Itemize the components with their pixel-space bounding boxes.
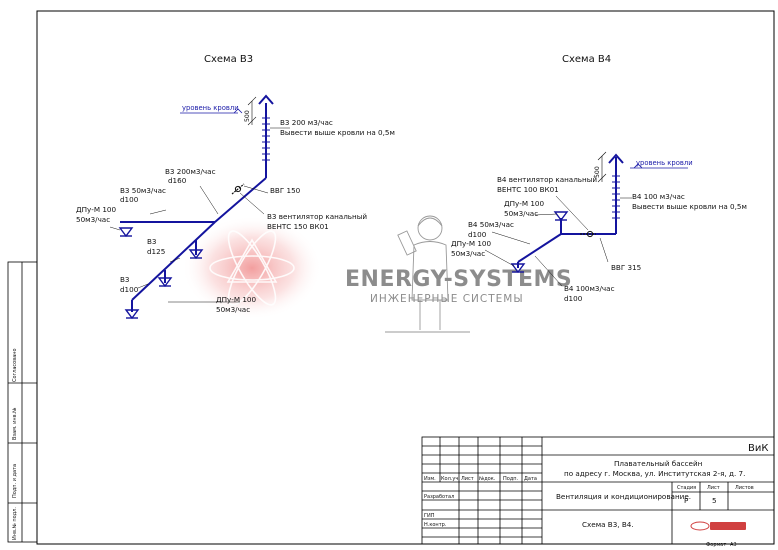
b3-fan-model: ВЕНТС 150 ВК01 <box>267 222 329 231</box>
stage-value: Р <box>684 496 689 505</box>
col-header: №док. <box>479 476 496 482</box>
watermark-tagline: ИНЖЕНЕРНЫЕ СИСТЕМЫ <box>370 293 524 305</box>
riser-hatching <box>262 117 270 161</box>
side-stamp-sign-date: Подп. и дата <box>12 464 18 498</box>
side-stamp <box>7 261 38 543</box>
b3-branch-flow: В3 50м3/час <box>120 186 166 195</box>
b3-outlet-note: Вывести выше кровли на 0,5м <box>280 128 395 137</box>
b4-valve-b-model: ДПу-М 100 <box>451 239 491 248</box>
sheet-header: Лист <box>707 485 720 491</box>
b3-cable-label: ВВГ 150 <box>270 186 301 195</box>
title-block <box>421 436 775 545</box>
title-block-object-1: Плавательный бассейн <box>614 459 703 468</box>
scheme-b3-title: Схема В3 <box>204 54 253 65</box>
side-stamp-inv-replace: Взам. инв.№ <box>12 407 18 440</box>
b4-outlet-note: Вывести выше кровли на 0,5м <box>632 202 747 211</box>
b4-fan-label: В4 вентилятор канальный <box>497 175 597 184</box>
leader-lines <box>484 195 632 287</box>
sheet-value: 5 <box>712 496 717 505</box>
company-logo-icon <box>690 521 746 531</box>
side-stamp-inv-orig: Инв.№ подл. <box>12 507 18 540</box>
sheets-header: Листов <box>735 485 754 491</box>
stage-header: Стадия <box>677 485 696 491</box>
watermark-glow <box>182 216 322 320</box>
fan-icon <box>231 183 245 195</box>
b4-cable-label: ВВГ 315 <box>611 263 641 272</box>
b3-seg1-diameter: d125 <box>147 247 165 256</box>
dimension-500: 500 <box>244 110 251 122</box>
col-header: Подп. <box>503 476 519 482</box>
col-header: Лист <box>461 476 474 482</box>
role-chief-engineer: ГИП <box>424 513 435 519</box>
b4-outlet-label: В4 100 м3/час <box>632 192 685 201</box>
leader-lines <box>109 127 290 303</box>
duct-network <box>517 157 617 268</box>
b3-main-diameter: d160 <box>168 176 187 185</box>
b3-outlet-label: В3 200 м3/час <box>280 118 333 127</box>
b4-fan-model: ВЕНТС 100 ВК01 <box>497 185 559 194</box>
col-header: Дата <box>524 476 537 482</box>
side-stamp-agreed: Согласовано <box>12 348 18 382</box>
b4-branch-diameter: d100 <box>468 230 487 239</box>
engineer-figure-icon <box>385 215 470 333</box>
sheet-title: Схема В3, В4. <box>582 520 634 529</box>
b3-main-flow: В3 200м3/час <box>165 167 216 176</box>
b3-seg2-label: В3 <box>120 275 130 284</box>
outlet-arrow-icon <box>258 94 274 105</box>
b4-valve-b-flow: 50м3/час <box>451 249 485 258</box>
scheme-b4-title: Схема В4 <box>562 54 611 65</box>
roof-level-label: уровень кровли <box>182 104 239 112</box>
b3-seg2-diameter: d100 <box>120 285 139 294</box>
b4-branch-flow: В4 50м3/час <box>468 220 514 229</box>
role-norm-control: Н.контр. <box>424 522 447 528</box>
col-header: Кол.уч. <box>441 476 460 482</box>
scheme-b4: Схема В4 уровень кровли 500 <box>451 54 747 303</box>
b3-valve-b-model: ДПу-М 100 <box>216 295 256 304</box>
outlet-arrow-icon <box>608 153 624 164</box>
title-block-object-2: по адресу г. Москва, ул. Институтская 2-… <box>564 469 745 478</box>
valve-icon <box>118 227 134 238</box>
b4-main-flow: В4 100м3/час <box>564 284 615 293</box>
title-block-code: ВиК <box>748 443 768 454</box>
title-block-section: Вентиляция и кондиционирование. <box>556 492 691 501</box>
dimension-line <box>597 151 607 183</box>
format-value: А3 <box>730 542 737 548</box>
role-developer: Разработал <box>424 494 454 500</box>
valve-icon <box>510 263 526 274</box>
dimension-500: 500 <box>594 166 601 178</box>
roof-level-label: уровень кровли <box>636 159 693 167</box>
watermark-name: ENERGY-SYSTEMS <box>345 267 572 292</box>
b3-valve-b-flow: 50м3/час <box>216 305 250 314</box>
atom-logo-icon <box>209 230 295 306</box>
watermark: ENERGY-SYSTEMS ИНЖЕНЕРНЫЕ СИСТЕМЫ <box>182 215 572 333</box>
valve-icon <box>157 277 173 288</box>
b3-valve-a-flow: 50м3/час <box>76 215 110 224</box>
b3-fan-label: В3 вентилятор канальный <box>267 212 367 221</box>
b3-seg1-label: В3 <box>147 237 157 246</box>
b4-main-diameter: d100 <box>564 294 583 303</box>
roof-level-mark <box>630 163 688 169</box>
dimension-line <box>247 96 257 126</box>
valve-icon <box>553 211 569 222</box>
valve-icon <box>124 309 140 320</box>
riser-hatching <box>612 175 620 219</box>
b3-valve-a-model: ДПу-М 100 <box>76 205 116 214</box>
b3-branch-diameter: d100 <box>120 195 139 204</box>
col-header: Изм. <box>424 476 436 482</box>
b4-valve-a-flow: 50м3/час <box>504 209 538 218</box>
scheme-b3: Схема В3 уровень кровли 500 <box>76 54 395 320</box>
b4-valve-a-model: ДПу-М 100 <box>504 199 544 208</box>
valve-icon <box>188 249 204 260</box>
roof-level-mark <box>180 108 243 114</box>
fan-icon <box>580 230 596 238</box>
format-label: Формат <box>706 542 726 548</box>
